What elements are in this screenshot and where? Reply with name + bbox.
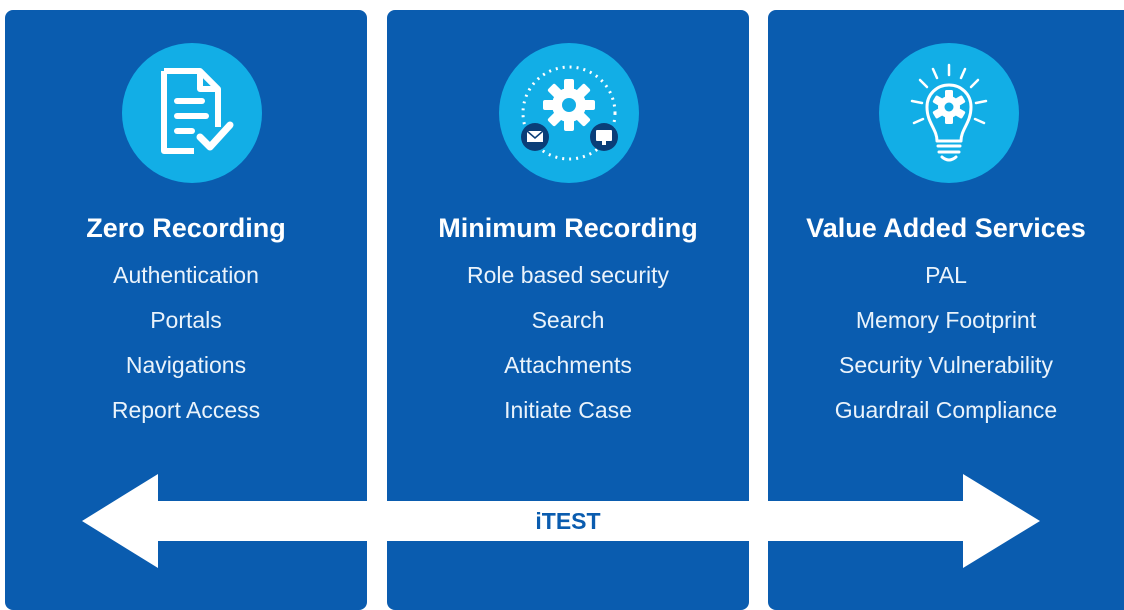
list-item: Search — [531, 307, 605, 333]
column-text: Minimum Recording Role based security Se… — [387, 208, 749, 433]
column-text: Value Added Services PAL Memory Footprin… — [768, 208, 1124, 433]
document-check-icon — [161, 68, 234, 154]
gear-network-icon — [521, 65, 618, 161]
icon-circle — [879, 43, 1019, 183]
list-item: Role based security — [467, 262, 669, 288]
list-item: Initiate Case — [504, 397, 632, 423]
column-title: Zero Recording — [86, 213, 286, 243]
column-value-added-services: Value Added Services PAL Memory Footprin… — [768, 10, 1124, 610]
icon-circle — [499, 43, 639, 183]
icon-circle — [122, 43, 262, 183]
column-zero-recording: Zero Recording Authentication Portals Na… — [5, 10, 367, 610]
column-title: Minimum Recording — [438, 213, 698, 243]
list-item: PAL — [925, 262, 967, 288]
list-item: Report Access — [111, 397, 261, 423]
list-item: Navigations — [125, 352, 247, 378]
list-item: Authentication — [113, 262, 259, 288]
list-item: Memory Footprint — [855, 307, 1037, 333]
list-item: Attachments — [504, 352, 632, 378]
list-item: Guardrail Compliance — [834, 397, 1058, 423]
column-title: Value Added Services — [806, 213, 1086, 243]
lightbulb-gear-icon — [910, 63, 988, 162]
arrow-label: iTEST — [535, 508, 601, 534]
column-text: Zero Recording Authentication Portals Na… — [5, 208, 367, 433]
list-item: Portals — [150, 307, 222, 333]
list-item: Security Vulnerability — [839, 352, 1053, 378]
